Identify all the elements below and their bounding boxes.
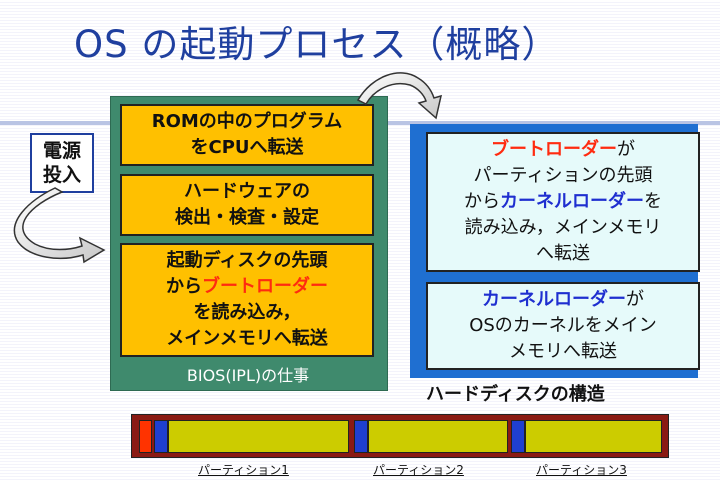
bios-step-hardware-check: ハードウェアの 検出・検査・設定 (120, 174, 374, 236)
partition2-header (354, 420, 368, 453)
bios-step2-line2: 検出・検査・設定 (175, 207, 319, 228)
hd-box1-line3: からカーネルローダーを (428, 189, 698, 215)
bootloader-highlight: ブートローダー (491, 139, 617, 160)
power-label-line1: 電源 (42, 140, 81, 162)
partition3-header (511, 420, 525, 453)
bios-step3-line3: を読み込み， (193, 302, 301, 323)
bios-step3-line2-prefix: から (166, 276, 202, 297)
curved-arrow-power-to-bios (13, 187, 106, 264)
partition2-segment (368, 420, 508, 453)
boot-sector-segment (139, 420, 152, 453)
hd-box1-line1: ブートローダーが (428, 137, 698, 163)
hd-box1-line1-suffix: が (617, 139, 635, 160)
hd-box1-line3-prefix: から (464, 191, 500, 212)
curved-arrow-bios-to-harddisk (356, 72, 443, 120)
bios-step1-line1: ROMの中のプログラム (151, 111, 343, 132)
bios-step3-line1: 起動ディスクの先頭 (166, 250, 328, 271)
hd-box1-line5: へ転送 (536, 243, 590, 264)
hd-box2-line2: OSのカーネルをメイン (469, 315, 657, 336)
bios-step3-line4: メインメモリへ転送 (166, 328, 328, 349)
bootloader-step-box: ブートローダーが パーティションの先頭 からカーネルローダーを 読み込み，メイン… (426, 132, 700, 272)
bios-step3-line2: からブートローダー (122, 274, 372, 300)
hd-box1-line2: パーティションの先頭 (473, 165, 653, 186)
disk-structure-bar (131, 414, 669, 458)
bootloader-highlight: ブートローダー (202, 276, 328, 297)
partition1-header (154, 420, 168, 453)
hd-box2-line3: メモリへ転送 (509, 341, 617, 362)
hd-box2-line1: カーネルローダーが (428, 287, 698, 313)
harddisk-structure-label: ハードディスクの構造 (426, 384, 605, 405)
bios-step2-line1: ハードウェアの (184, 181, 310, 202)
partition3-segment (525, 420, 662, 453)
bios-step-rom-transfer: ROMの中のプログラム をCPUへ転送 (120, 104, 374, 166)
partition3-label: パーティション3 (536, 463, 627, 477)
bios-panel-label: BIOS(IPL)の仕事 (186, 366, 310, 385)
kernel-loader-highlight: カーネルローダー (482, 289, 626, 310)
bios-step1-line2: をCPUへ転送 (190, 137, 304, 158)
power-label-line2: 投入 (42, 164, 81, 186)
partition1-label: パーティション1 (198, 463, 289, 477)
hd-box1-line3-suffix: を (644, 191, 662, 212)
hd-box2-line1-suffix: が (626, 289, 644, 310)
kernel-loader-step-box: カーネルローダーが OSのカーネルをメイン メモリへ転送 (426, 282, 700, 370)
kernel-loader-highlight: カーネルローダー (500, 191, 644, 212)
partition1-segment (168, 420, 349, 453)
page-title: OS の起動プロセス（概略） (74, 23, 560, 66)
partition2-label: パーティション2 (373, 463, 464, 477)
bios-step-load-bootloader: 起動ディスクの先頭 からブートローダー を読み込み， メインメモリへ転送 (120, 243, 374, 357)
hd-box1-line4: 読み込み，メインメモリ (464, 217, 662, 238)
